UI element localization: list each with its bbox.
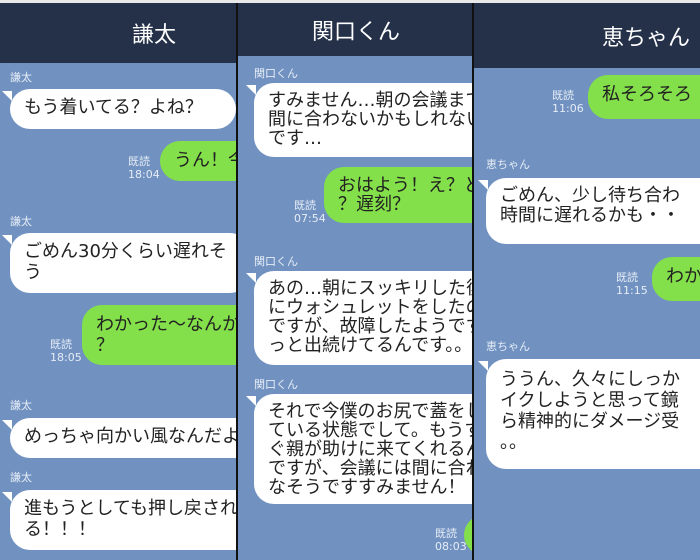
message-bubble: もう着いてる？よね？ [10, 89, 236, 129]
chat-title: 謙太 [131, 23, 176, 48]
message-bubble: すみません…朝の会議まで 間に合わないかもしれない です… [254, 83, 474, 157]
chat-header: 恵ちゃん [474, 3, 700, 68]
chat-header: 謙太 [0, 3, 238, 63]
sent-message-bubble: わかった〜なんか ？ [82, 305, 238, 365]
message-bubble: ごめん30分くらい遅れそ う [10, 233, 238, 293]
sent-message-bubble: おはよう！え？ど ？遅刻？ [324, 167, 474, 223]
sender-name: 関口くん [254, 67, 298, 80]
sender-name: 謙太 [10, 71, 32, 84]
message-bubble: ううん、久々にしっか イクしようと思って鏡 ら精神的にダメージ受 。。 [486, 359, 700, 469]
sender-name: 関口くん [254, 255, 298, 268]
sent-message-bubble: 私そろそろ [588, 75, 700, 119]
message-bubble: 進もうとしても押し戻され る！！！ [10, 490, 238, 550]
message-bubble: あの…朝にスッキリした後 にウォシュレットをしたの ですが、故障したようです っ… [254, 271, 474, 365]
chat-panel-sekiguchi: 関口くん 関口くん すみません…朝の会議まで 間に合わないかもしれない です… … [236, 3, 474, 560]
message-bubble: ごめん、少し待ち合わ 時間に遅れるかも・・ [486, 178, 700, 244]
sent-message-bubble: わか [652, 257, 700, 301]
sender-name: 謙太 [10, 399, 32, 412]
sender-name: 謙太 [10, 471, 32, 484]
sender-name: 恵ちゃん [486, 158, 530, 171]
message-bubble: めっちゃ向かい風なんだよ [10, 418, 238, 458]
sender-name: 恵ちゃん [486, 340, 530, 353]
sent-message-bubble: うん！今 [160, 141, 238, 181]
message-bubble: それで今僕のお尻で蓋をし ている状態でして。もうす ぐ親が助けに来てくれるん で… [254, 394, 474, 504]
chat-title: 恵ちゃん [601, 25, 690, 51]
sender-name: 謙太 [10, 215, 32, 228]
sender-name: 関口くん [254, 378, 298, 391]
chat-title: 関口くん [311, 19, 400, 45]
sent-message-bubble [464, 515, 474, 555]
chat-header: 関口くん [238, 3, 474, 56]
